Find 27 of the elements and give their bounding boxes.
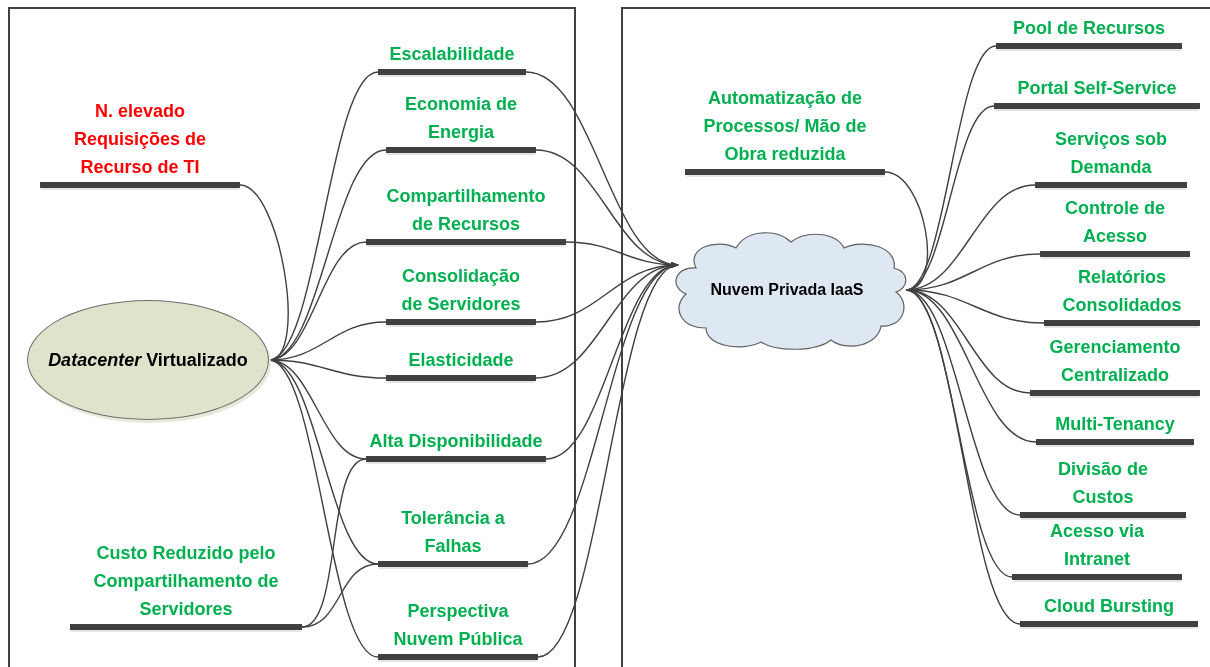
topic-label: Consolidação de Servidores xyxy=(386,262,536,325)
topic-label: Divisão de Custos xyxy=(1020,462,1186,518)
connector-line xyxy=(905,289,1021,625)
topic-label: Economia de Energia xyxy=(386,88,536,153)
topic-label: Cloud Bursting xyxy=(1020,600,1198,627)
topic-label: Serviços sob Demanda xyxy=(1035,126,1187,188)
topic-label: Elasticidade xyxy=(386,345,536,381)
topic-label: Relatórios Consolidados xyxy=(1044,267,1200,326)
topic-label: Compartilhamento de Recursos xyxy=(366,182,566,245)
topic-label: Perspectiva Nuvem Pública xyxy=(378,597,538,660)
topic-label: Escalabilidade xyxy=(378,40,526,75)
topic-label: Acesso via Intranet xyxy=(1012,525,1182,580)
connector-line xyxy=(884,171,928,291)
topic-label: N. elevado Requisições de Recurso de TI xyxy=(40,92,240,188)
connector-line xyxy=(537,264,679,658)
topic-label: Pool de Recursos xyxy=(996,14,1182,49)
topic-label: Tolerância a Falhas xyxy=(378,504,528,567)
topic-label: Alta Disponibilidade xyxy=(366,399,546,462)
topic-label: Gerenciamento Centralizado xyxy=(1030,337,1200,396)
connector-line xyxy=(301,563,379,628)
connector-line xyxy=(268,359,379,658)
topic-label: Portal Self-Service xyxy=(994,74,1200,109)
topic-label: Custo Reduzido pelo Compartilhamento de Servidores xyxy=(70,536,302,630)
topic-label: Controle de Acesso xyxy=(1040,196,1190,257)
topic-label: Multi-Tenancy xyxy=(1036,418,1194,445)
topic-label: Automatização de Processos/ Mão de Obra reduzida xyxy=(685,84,885,175)
topic-ellipse: Datacenter Virtualizado xyxy=(27,300,269,420)
